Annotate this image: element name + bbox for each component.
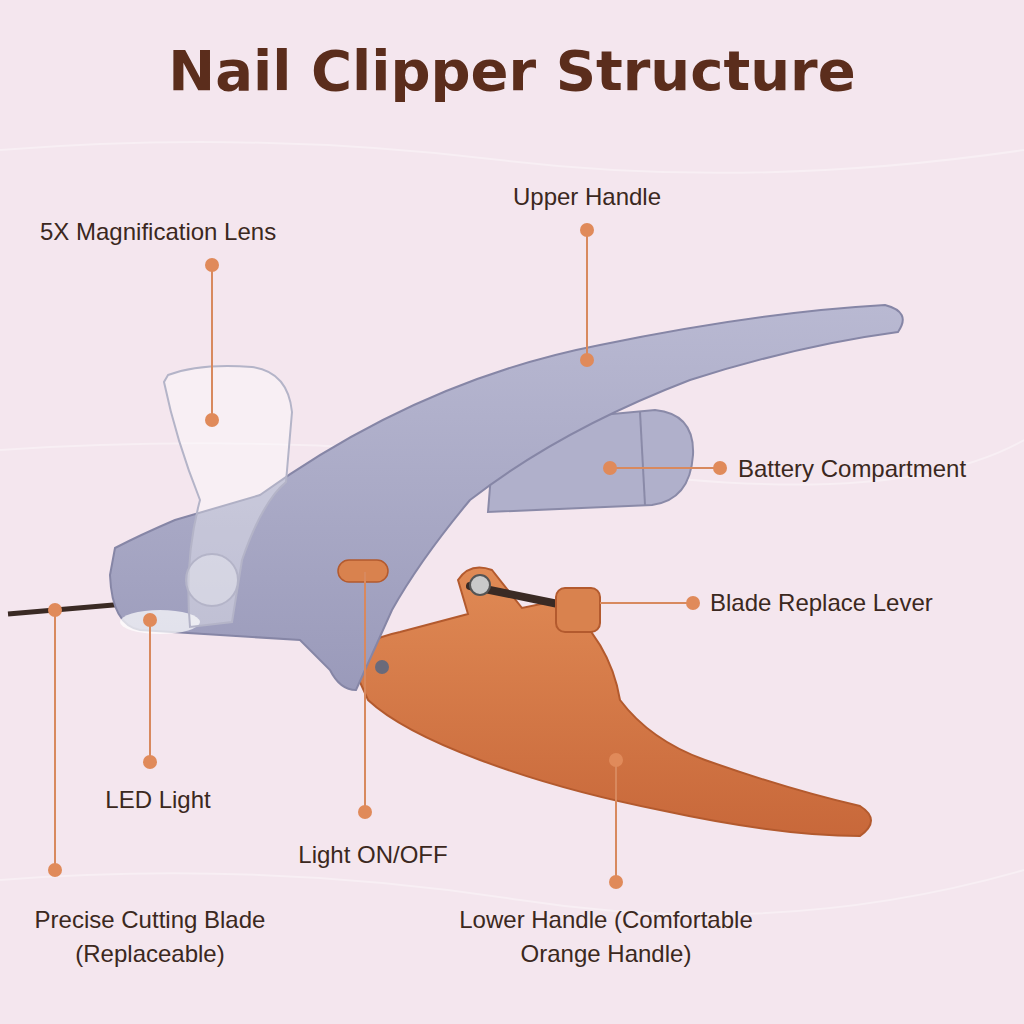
title: Nail Clipper Structure <box>0 38 1024 103</box>
part-label: Light ON/OFF <box>243 838 503 872</box>
part-label: Blade Replace Lever <box>710 586 990 620</box>
part-label: Precise Cutting Blade (Replaceable) <box>5 903 295 971</box>
magnification-lens <box>164 366 292 627</box>
part-label: Battery Compartment <box>738 452 1018 486</box>
led-glow <box>120 610 200 634</box>
battery-seam <box>640 412 645 505</box>
background-texture <box>0 142 1024 915</box>
part-label: LED Light <box>58 783 258 817</box>
leader-lines <box>48 223 727 889</box>
light-button <box>338 560 388 582</box>
part-label: 5X Magnification Lens <box>40 215 370 249</box>
part-label: Upper Handle <box>437 180 737 214</box>
part-label: Lower Handle (Comfortable Orange Handle) <box>426 903 786 971</box>
cutting-blade <box>8 604 125 614</box>
blade-replace-lever <box>556 588 600 632</box>
pivot <box>375 660 389 674</box>
screw <box>470 575 490 595</box>
lens-hinge <box>186 554 238 606</box>
upper-handle <box>110 305 903 690</box>
